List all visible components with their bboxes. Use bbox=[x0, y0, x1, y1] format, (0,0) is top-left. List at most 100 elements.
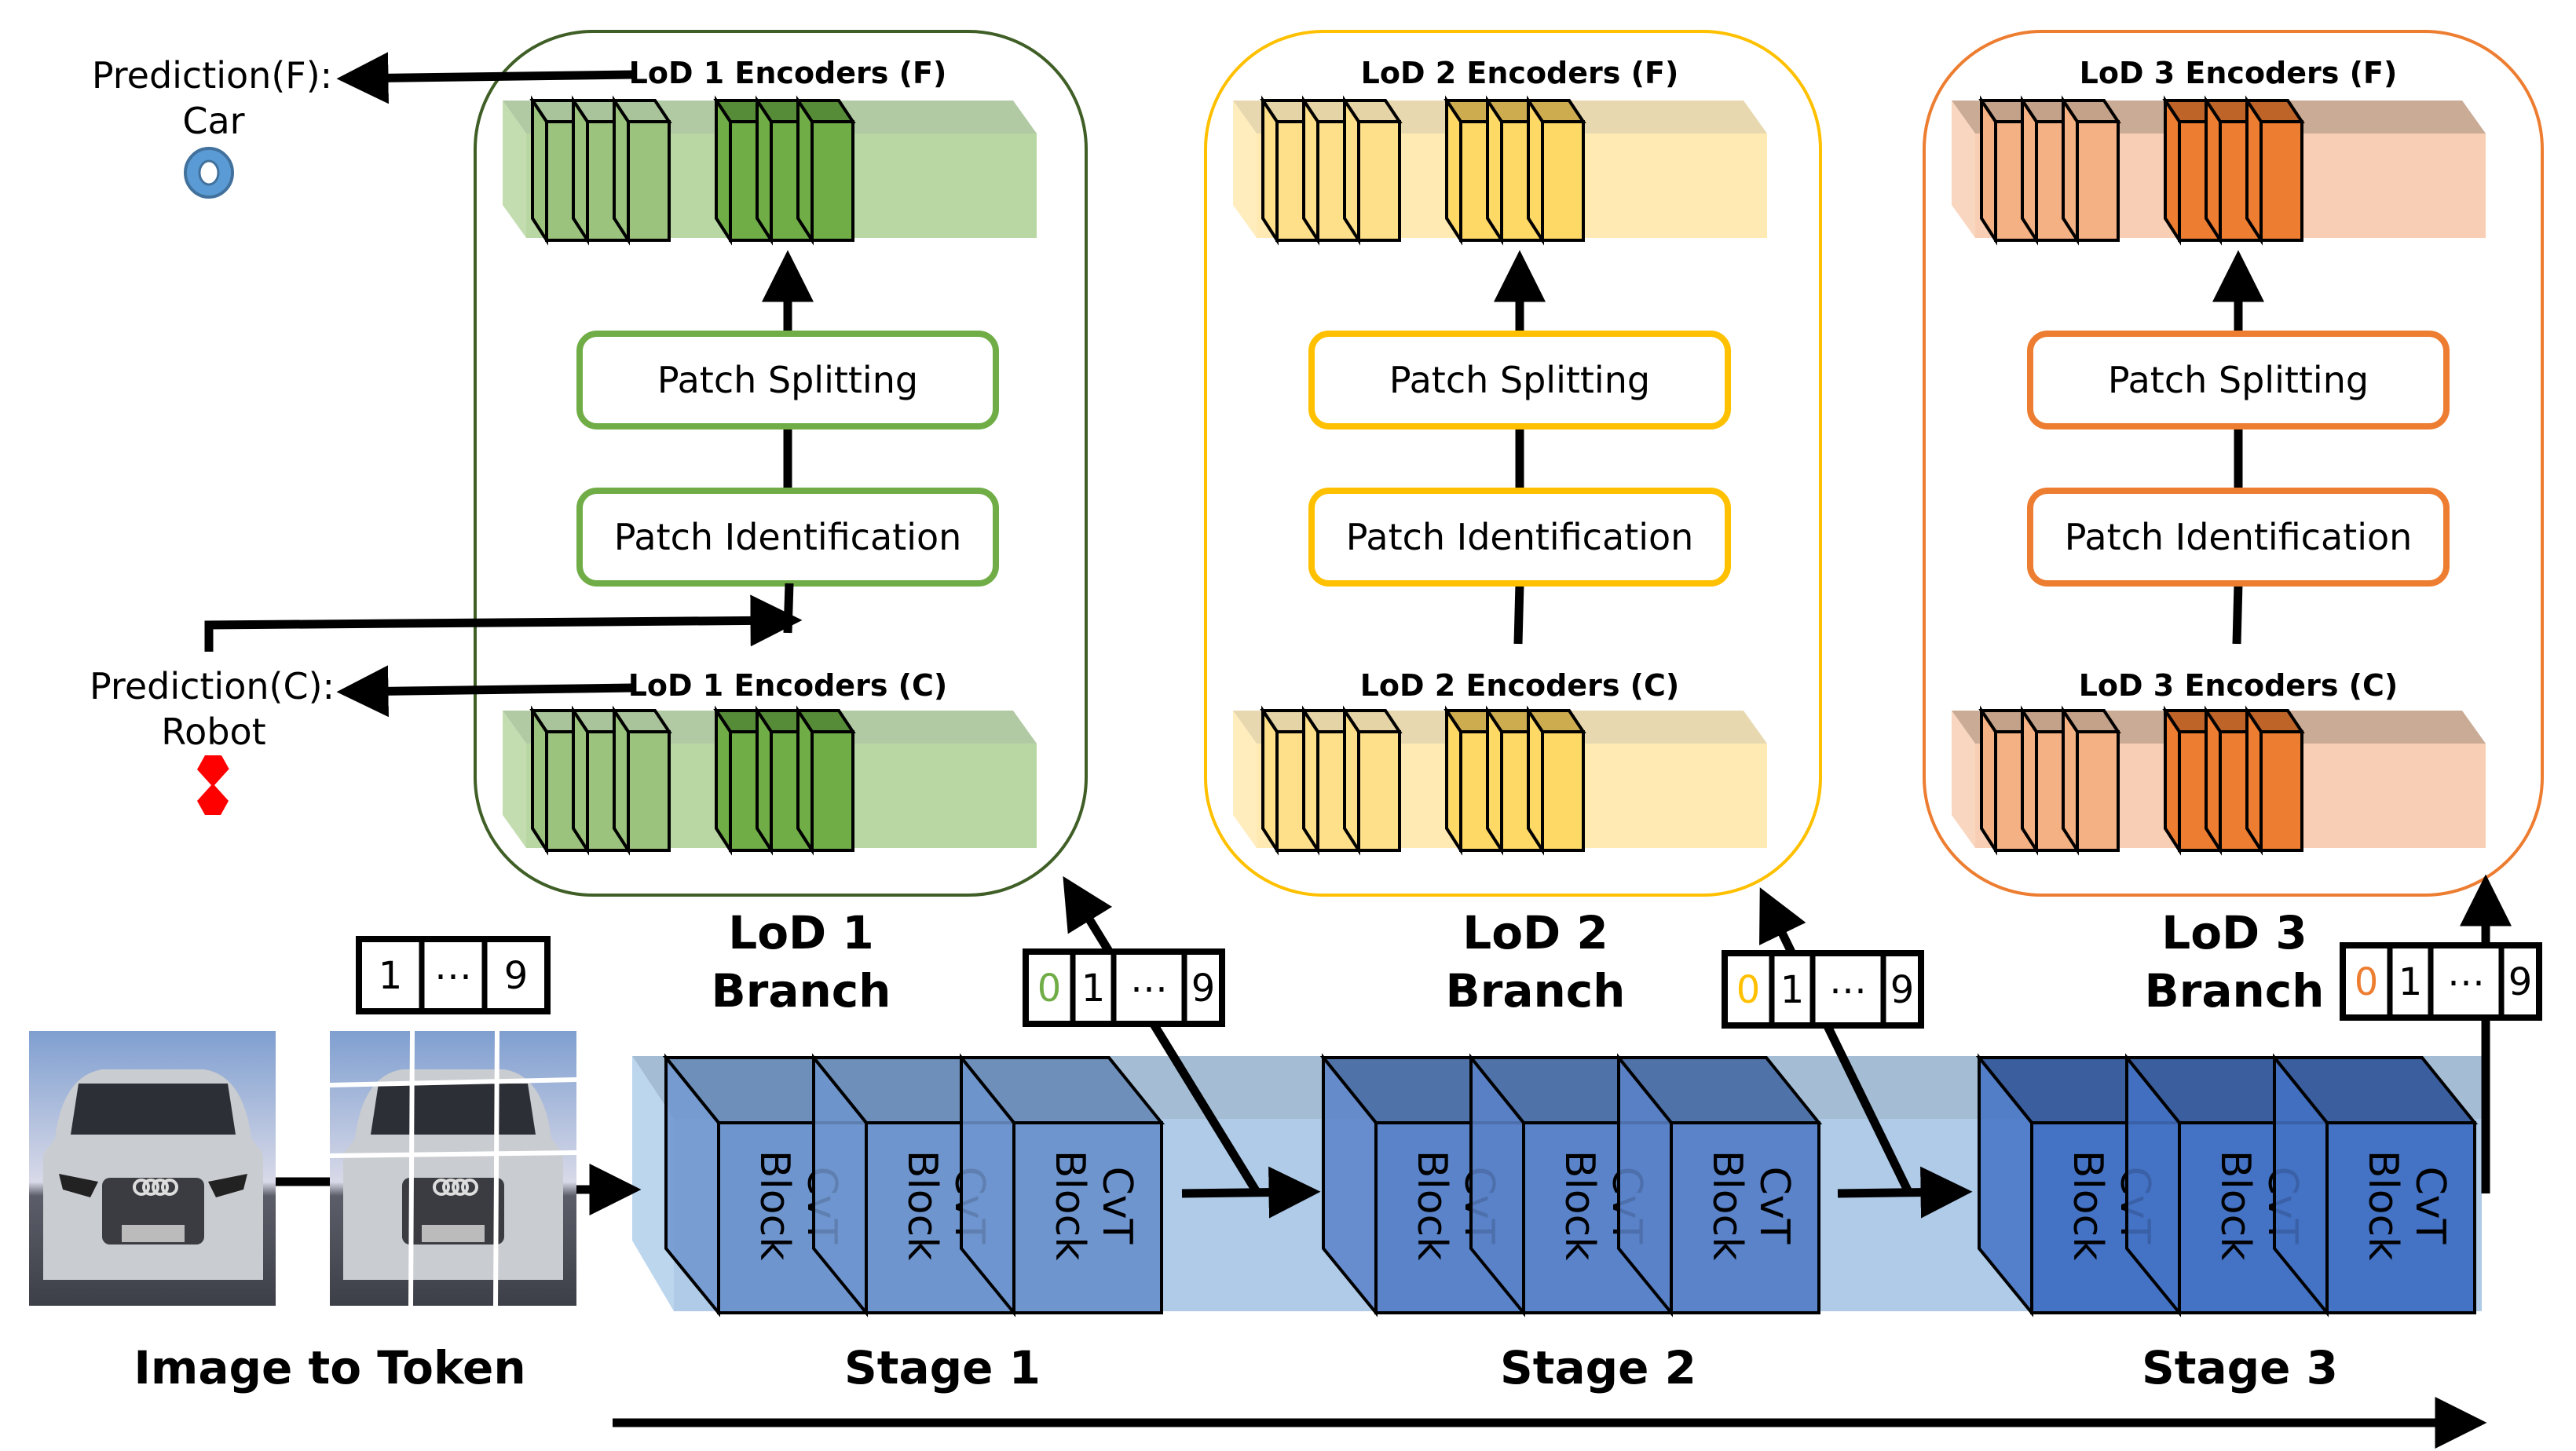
token-cell: 9 bbox=[1191, 967, 1216, 1011]
arrow-tap-to-lod2 bbox=[1759, 887, 1912, 1194]
token-cell: 1 bbox=[1780, 968, 1805, 1012]
correct-ring-icon bbox=[184, 147, 234, 199]
cvt-block-label-line1: CvT bbox=[1093, 1167, 1140, 1244]
cvt-block-label-line2: Block bbox=[1556, 1150, 1603, 1261]
branch-lod3-container bbox=[1923, 30, 2544, 897]
cvt-block-label-line2: Block bbox=[2359, 1150, 2406, 1261]
lod2-patch-splitting-box: Patch Splitting bbox=[1308, 331, 1731, 429]
encoder-cube-dark bbox=[795, 705, 856, 856]
token-cell: 9 bbox=[504, 954, 529, 998]
lod2-encoders-fine bbox=[1233, 95, 1767, 246]
prediction-fine-label: Prediction(F): bbox=[92, 54, 332, 97]
input-section: 1 ⋯ 9 Image to Token bbox=[29, 936, 642, 1394]
lod3-encoders-coarse bbox=[1952, 705, 2486, 856]
strip-side bbox=[1233, 711, 1257, 848]
lod3-connector-lower bbox=[2232, 583, 2243, 645]
lod1-branch-title-line2: Branch bbox=[712, 964, 891, 1018]
lod2-encoders-fine-label: LoD 2 Encoders (F) bbox=[1361, 56, 1679, 90]
token-cell: 0 bbox=[1736, 968, 1761, 1012]
input-token-strip: 1 ⋯ 9 bbox=[356, 936, 551, 1014]
encoder-cube-light bbox=[611, 95, 672, 246]
encoder-cube-light bbox=[2060, 95, 2121, 246]
token-cell: 1 bbox=[2399, 960, 2423, 1004]
lod2-patch-splitting-label: Patch Splitting bbox=[1389, 359, 1650, 401]
encoder-cube-dark bbox=[795, 95, 856, 246]
strip-side bbox=[503, 101, 526, 238]
stage-3-label: Stage 3 bbox=[2142, 1341, 2338, 1394]
token-cell: 1 bbox=[379, 954, 403, 998]
arrow-to-prediction-coarse bbox=[336, 665, 633, 718]
token-cell: ⋯ bbox=[1829, 968, 1867, 1012]
lod1-encoders-coarse bbox=[503, 705, 1037, 856]
cvt-block-label-line2: Block bbox=[898, 1150, 946, 1261]
token-cell: 0 bbox=[2355, 960, 2379, 1004]
stage-2: CvTBlockCvTBlockCvTBlock bbox=[1319, 1053, 1823, 1318]
lod2-patch-identification-box: Patch Identification bbox=[1308, 488, 1731, 587]
stage-2-label: Stage 2 bbox=[1500, 1341, 1696, 1394]
strip-side bbox=[503, 711, 526, 848]
encoder-cube-light bbox=[1341, 705, 1403, 856]
encoder-cube-dark bbox=[2244, 705, 2305, 856]
lod1-patch-splitting-label: Patch Splitting bbox=[657, 359, 918, 401]
arrow-to-prediction-fine bbox=[336, 52, 633, 104]
cvt-block-label-line2: Block bbox=[2064, 1150, 2111, 1261]
image-to-token-label: Image to Token bbox=[134, 1341, 525, 1394]
stage-1: CvTBlockCvTBlockCvTBlock bbox=[662, 1053, 1165, 1318]
arrow-coarse-to-patch-identification bbox=[204, 594, 803, 652]
wrong-cross-icon bbox=[197, 755, 229, 815]
lod1-patch-identification-label: Patch Identification bbox=[614, 516, 962, 558]
encoder-cube-light bbox=[2060, 705, 2121, 856]
strip-side bbox=[1952, 101, 1975, 238]
lod2-encoders-coarse-label: LoD 2 Encoders (C) bbox=[1360, 668, 1680, 703]
prediction-coarse-value: Robot bbox=[161, 711, 265, 753]
cvt-block-label-line2: Block bbox=[751, 1150, 798, 1261]
lod1-patch-splitting-box: Patch Splitting bbox=[576, 331, 999, 429]
input-token-strip: 1 ⋯ 9 bbox=[356, 936, 551, 1014]
encoder-cube-light bbox=[1341, 95, 1403, 246]
strip-side bbox=[1233, 101, 1257, 238]
stages-group: CvTBlockCvTBlockCvTBlockStage 1CvTBlockC… bbox=[662, 1053, 2479, 1394]
cvt-block-label-line2: Block bbox=[1046, 1150, 1093, 1261]
arrow-stage1-to-stage2 bbox=[1181, 1166, 1321, 1219]
lod3-encoders-fine-label: LoD 3 Encoders (F) bbox=[2080, 56, 2398, 90]
lod3-patch-splitting-box: Patch Splitting bbox=[2027, 331, 2450, 429]
token-cell: 1 bbox=[1081, 967, 1106, 1011]
lod2-encoders-coarse bbox=[1233, 705, 1767, 856]
branch-lod1-container bbox=[474, 30, 1088, 897]
lod3-encoders-fine bbox=[1952, 95, 2486, 246]
lod3-patch-identification-label: Patch Identification bbox=[2065, 516, 2413, 558]
encoder-cube-dark bbox=[1525, 95, 1586, 246]
lod1-patch-identification-box: Patch Identification bbox=[576, 488, 999, 587]
lod2-connector-lower bbox=[1513, 583, 1524, 645]
cvt-block-label-line1: CvT bbox=[2406, 1167, 2453, 1244]
strip-side bbox=[1952, 711, 1975, 848]
cvt-block-label-line2: Block bbox=[1703, 1150, 1751, 1261]
patched-car-image bbox=[329, 1030, 577, 1307]
encoder-cube-dark bbox=[1525, 705, 1586, 856]
lod2-branch-title-line2: Branch bbox=[1446, 964, 1626, 1018]
token-cell: ⋯ bbox=[2447, 960, 2485, 1004]
lod1-branch-title-line1: LoD 1 bbox=[728, 906, 874, 959]
encoder-cube-light bbox=[611, 705, 672, 856]
lod2-patch-identification-label: Patch Identification bbox=[1346, 516, 1694, 558]
prediction-coarse-label: Prediction(C): bbox=[90, 665, 335, 707]
car-image bbox=[29, 1031, 276, 1306]
lod3-encoders-coarse-label: LoD 3 Encoders (C) bbox=[2079, 668, 2399, 703]
connector-identification-down bbox=[783, 583, 794, 634]
token-cell: 9 bbox=[2508, 960, 2533, 1004]
token-cell: ⋯ bbox=[434, 954, 472, 998]
lod2-branch-title-line1: LoD 2 bbox=[1462, 906, 1608, 959]
lod3-patch-splitting-label: Patch Splitting bbox=[2108, 359, 2369, 401]
